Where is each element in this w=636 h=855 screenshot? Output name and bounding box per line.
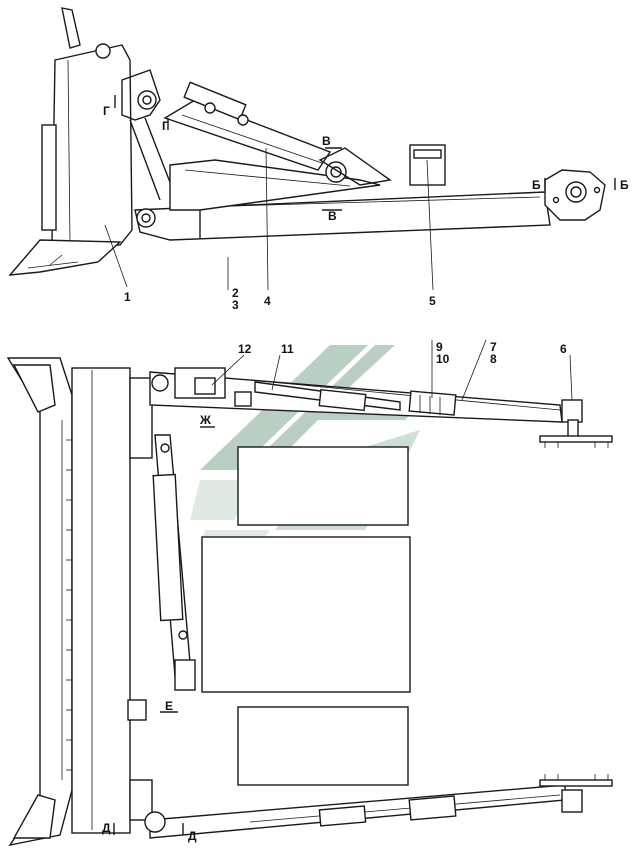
callout-1: 1: [124, 290, 131, 304]
section-mark-b-left: Б: [532, 178, 541, 192]
section-mark-b-right: Б: [620, 178, 629, 192]
section-mark-zh: Ж: [199, 413, 211, 427]
callout-8: 8: [490, 352, 497, 366]
cutaway-box-2: [201, 536, 411, 693]
side-view: [8, 7, 616, 291]
cutaway-box-3: [237, 706, 409, 786]
callout-9: 9: [436, 340, 443, 354]
blade-body: [51, 44, 133, 251]
section-mark-v-bottom: В: [328, 209, 337, 223]
callout-12: 12: [238, 342, 252, 356]
plan-view: [6, 339, 613, 847]
callout-5: 5: [429, 294, 436, 308]
tilt-cylinder: [163, 99, 332, 171]
section-mark-g-right: Г: [162, 119, 169, 133]
callout-10: 10: [436, 352, 450, 366]
callout-7: 7: [490, 340, 497, 354]
callout-3: 3: [232, 298, 239, 312]
callout-2: 2: [232, 286, 239, 300]
section-mark-v-top: В: [322, 134, 331, 148]
callout-4: 4: [264, 294, 271, 308]
support-strut: [169, 159, 381, 211]
callout-6: 6: [560, 342, 567, 356]
callout-11: 11: [281, 342, 294, 356]
section-mark-e: Е: [165, 699, 173, 713]
blade-plan: [6, 357, 73, 847]
cutaway-box-1: [237, 446, 409, 526]
section-mark-d-left: Д: [102, 821, 111, 835]
section-mark-d-right: Д: [188, 829, 197, 843]
section-mark-g-left: Г: [103, 104, 110, 118]
push-frame: [134, 191, 551, 241]
